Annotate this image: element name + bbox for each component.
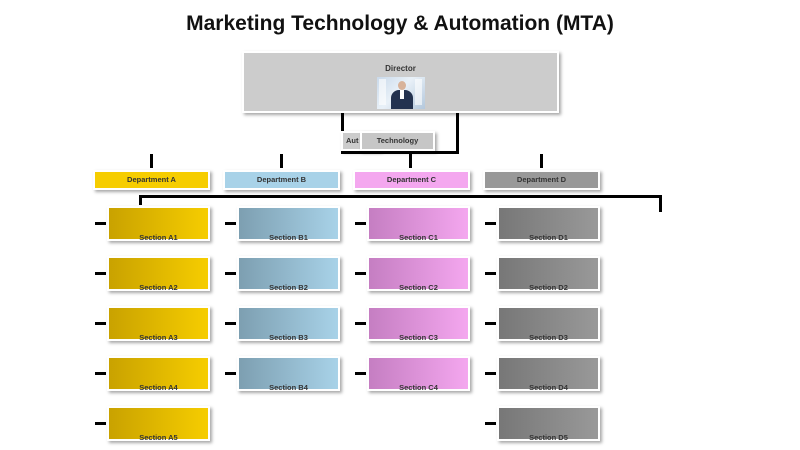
section-tick bbox=[95, 322, 106, 325]
section-b3-node[interactable]: Section B3 bbox=[237, 306, 340, 342]
section-b2-node[interactable]: Section B2 bbox=[237, 256, 340, 292]
technology-node[interactable]: Technology bbox=[360, 131, 435, 151]
connector-line bbox=[341, 151, 459, 154]
section-tick bbox=[485, 422, 496, 425]
section-tick bbox=[95, 422, 106, 425]
section-a5-node[interactable]: Section A5 bbox=[107, 406, 210, 442]
connector-line bbox=[409, 151, 412, 168]
section-c4-node[interactable]: Section C4 bbox=[367, 356, 470, 392]
connector-line bbox=[540, 154, 543, 168]
page-title: Marketing Technology & Automation (MTA) bbox=[186, 12, 614, 35]
section-d5-node[interactable]: Section D5 bbox=[497, 406, 600, 442]
section-tick bbox=[485, 372, 496, 375]
connector-line bbox=[280, 154, 283, 168]
section-tick bbox=[225, 222, 236, 225]
connector-line bbox=[139, 195, 142, 205]
section-c2-node[interactable]: Section C2 bbox=[367, 256, 470, 292]
section-d3-node[interactable]: Section D3 bbox=[497, 306, 600, 342]
section-tick bbox=[95, 222, 106, 225]
section-tick bbox=[95, 272, 106, 275]
connector-line bbox=[659, 195, 662, 212]
section-tick bbox=[95, 372, 106, 375]
section-tick bbox=[355, 322, 366, 325]
department-b-node[interactable]: Department B bbox=[223, 170, 340, 190]
section-tick bbox=[485, 222, 496, 225]
section-tick bbox=[355, 272, 366, 275]
section-a3-node[interactable]: Section A3 bbox=[107, 306, 210, 342]
section-tick bbox=[355, 222, 366, 225]
connector-line bbox=[456, 113, 459, 153]
section-a2-node[interactable]: Section A2 bbox=[107, 256, 210, 292]
section-c1-node[interactable]: Section C1 bbox=[367, 206, 470, 242]
section-tick bbox=[485, 272, 496, 275]
section-b4-node[interactable]: Section B4 bbox=[237, 356, 340, 392]
director-node[interactable]: Director bbox=[242, 51, 559, 113]
director-label: Director bbox=[385, 64, 416, 73]
section-tick bbox=[225, 272, 236, 275]
department-a-node[interactable]: Department A bbox=[93, 170, 210, 190]
department-d-node[interactable]: Department D bbox=[483, 170, 600, 190]
section-tick bbox=[225, 372, 236, 375]
section-a1-node[interactable]: Section A1 bbox=[107, 206, 210, 242]
section-b1-node[interactable]: Section B1 bbox=[237, 206, 340, 242]
section-tick bbox=[485, 322, 496, 325]
section-d2-node[interactable]: Section D2 bbox=[497, 256, 600, 292]
section-tick bbox=[355, 372, 366, 375]
person-photo-icon bbox=[377, 77, 425, 109]
section-d1-node[interactable]: Section D1 bbox=[497, 206, 600, 242]
department-c-node[interactable]: Department C bbox=[353, 170, 470, 190]
connector-line bbox=[150, 154, 153, 168]
section-tick bbox=[225, 322, 236, 325]
section-c3-node[interactable]: Section C3 bbox=[367, 306, 470, 342]
connector-line bbox=[139, 195, 662, 198]
section-a4-node[interactable]: Section A4 bbox=[107, 356, 210, 392]
section-d4-node[interactable]: Section D4 bbox=[497, 356, 600, 392]
